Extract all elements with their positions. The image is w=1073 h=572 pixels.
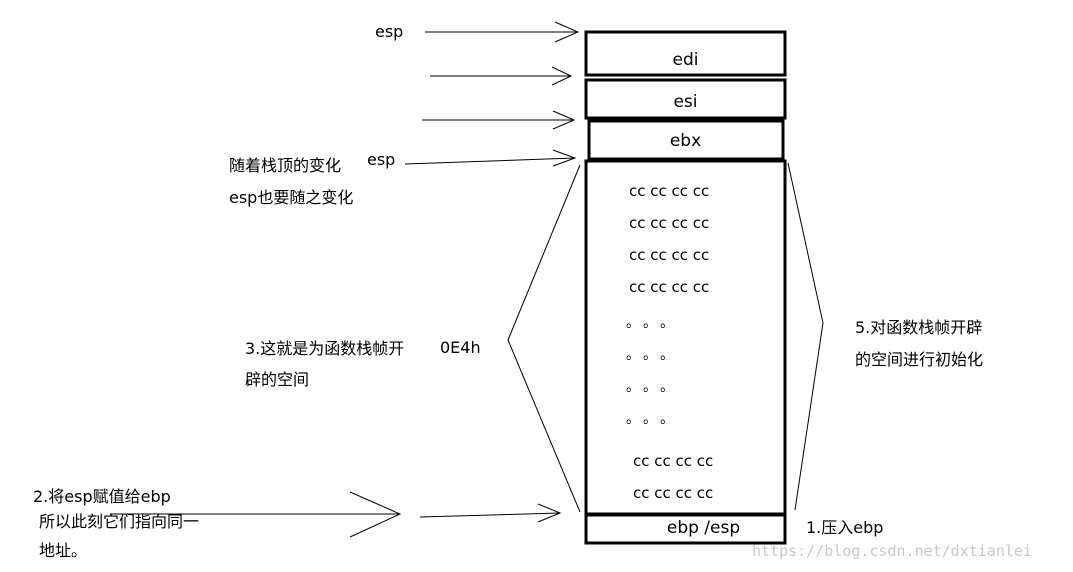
stack-slot-edi xyxy=(584,30,787,77)
arrow-esp-mid xyxy=(404,149,577,167)
arrow-esi xyxy=(430,66,573,86)
fill-row: cc cc cc cc xyxy=(633,452,714,470)
push-ebp-note: 1.压入ebp xyxy=(806,518,884,537)
stack-top-change-note: esp也要随之变化 xyxy=(229,188,354,207)
assign-ebp-note: 2.将esp赋值给ebp xyxy=(33,487,171,506)
init-note: 5.对函数栈帧开辟 xyxy=(855,318,983,337)
stack-slot-esi xyxy=(584,78,787,120)
arrow-esp-top xyxy=(425,21,580,43)
stack-top-change-note: 随着栈顶的变化 xyxy=(229,156,342,175)
fill-row: cc cc cc cc xyxy=(629,278,710,296)
bracket-right-frame xyxy=(787,162,824,511)
frame-size-label: 0E4h xyxy=(440,338,481,357)
slot-label-ebx: ebx xyxy=(669,131,702,151)
watermark: https://blog.csdn.net/dxtianlei xyxy=(752,542,1032,560)
esp-label-mid: esp xyxy=(367,150,396,169)
esp-label-top: esp xyxy=(375,22,404,41)
init-note: 的空间进行初始化 xyxy=(855,350,984,369)
fill-row: cc cc cc cc xyxy=(629,246,710,264)
slot-label-ebp-esp: ebp /esp xyxy=(666,518,741,538)
ellipsis-row: 。。。 xyxy=(626,315,684,331)
arrow-ebx xyxy=(422,110,576,130)
arrow-assign-ebp xyxy=(110,491,402,538)
stack-slot-ebp xyxy=(584,513,787,545)
ellipsis-row: 。。。 xyxy=(626,379,684,395)
slot-label-edi: edi xyxy=(672,50,699,70)
fill-row: cc cc cc cc xyxy=(633,484,714,502)
arrow-ebp-slot xyxy=(419,503,562,523)
slot-label-esi: esi xyxy=(673,92,698,112)
frame-space-note: 辟的空间 xyxy=(245,370,310,389)
stack-slot-ebx xyxy=(587,119,785,161)
ellipsis-row: 。。。 xyxy=(626,347,684,363)
assign-ebp-note: 所以此刻它们指向同一 xyxy=(39,512,200,531)
frame-space-note: 3.这就是为函数栈帧开 xyxy=(245,339,405,358)
assign-ebp-note: 地址。 xyxy=(39,541,88,560)
fill-row: cc cc cc cc xyxy=(629,214,710,232)
ellipsis-row: 。。。 xyxy=(626,411,684,427)
fill-row: cc cc cc cc xyxy=(629,182,710,200)
bracket-left-frame xyxy=(507,164,581,513)
